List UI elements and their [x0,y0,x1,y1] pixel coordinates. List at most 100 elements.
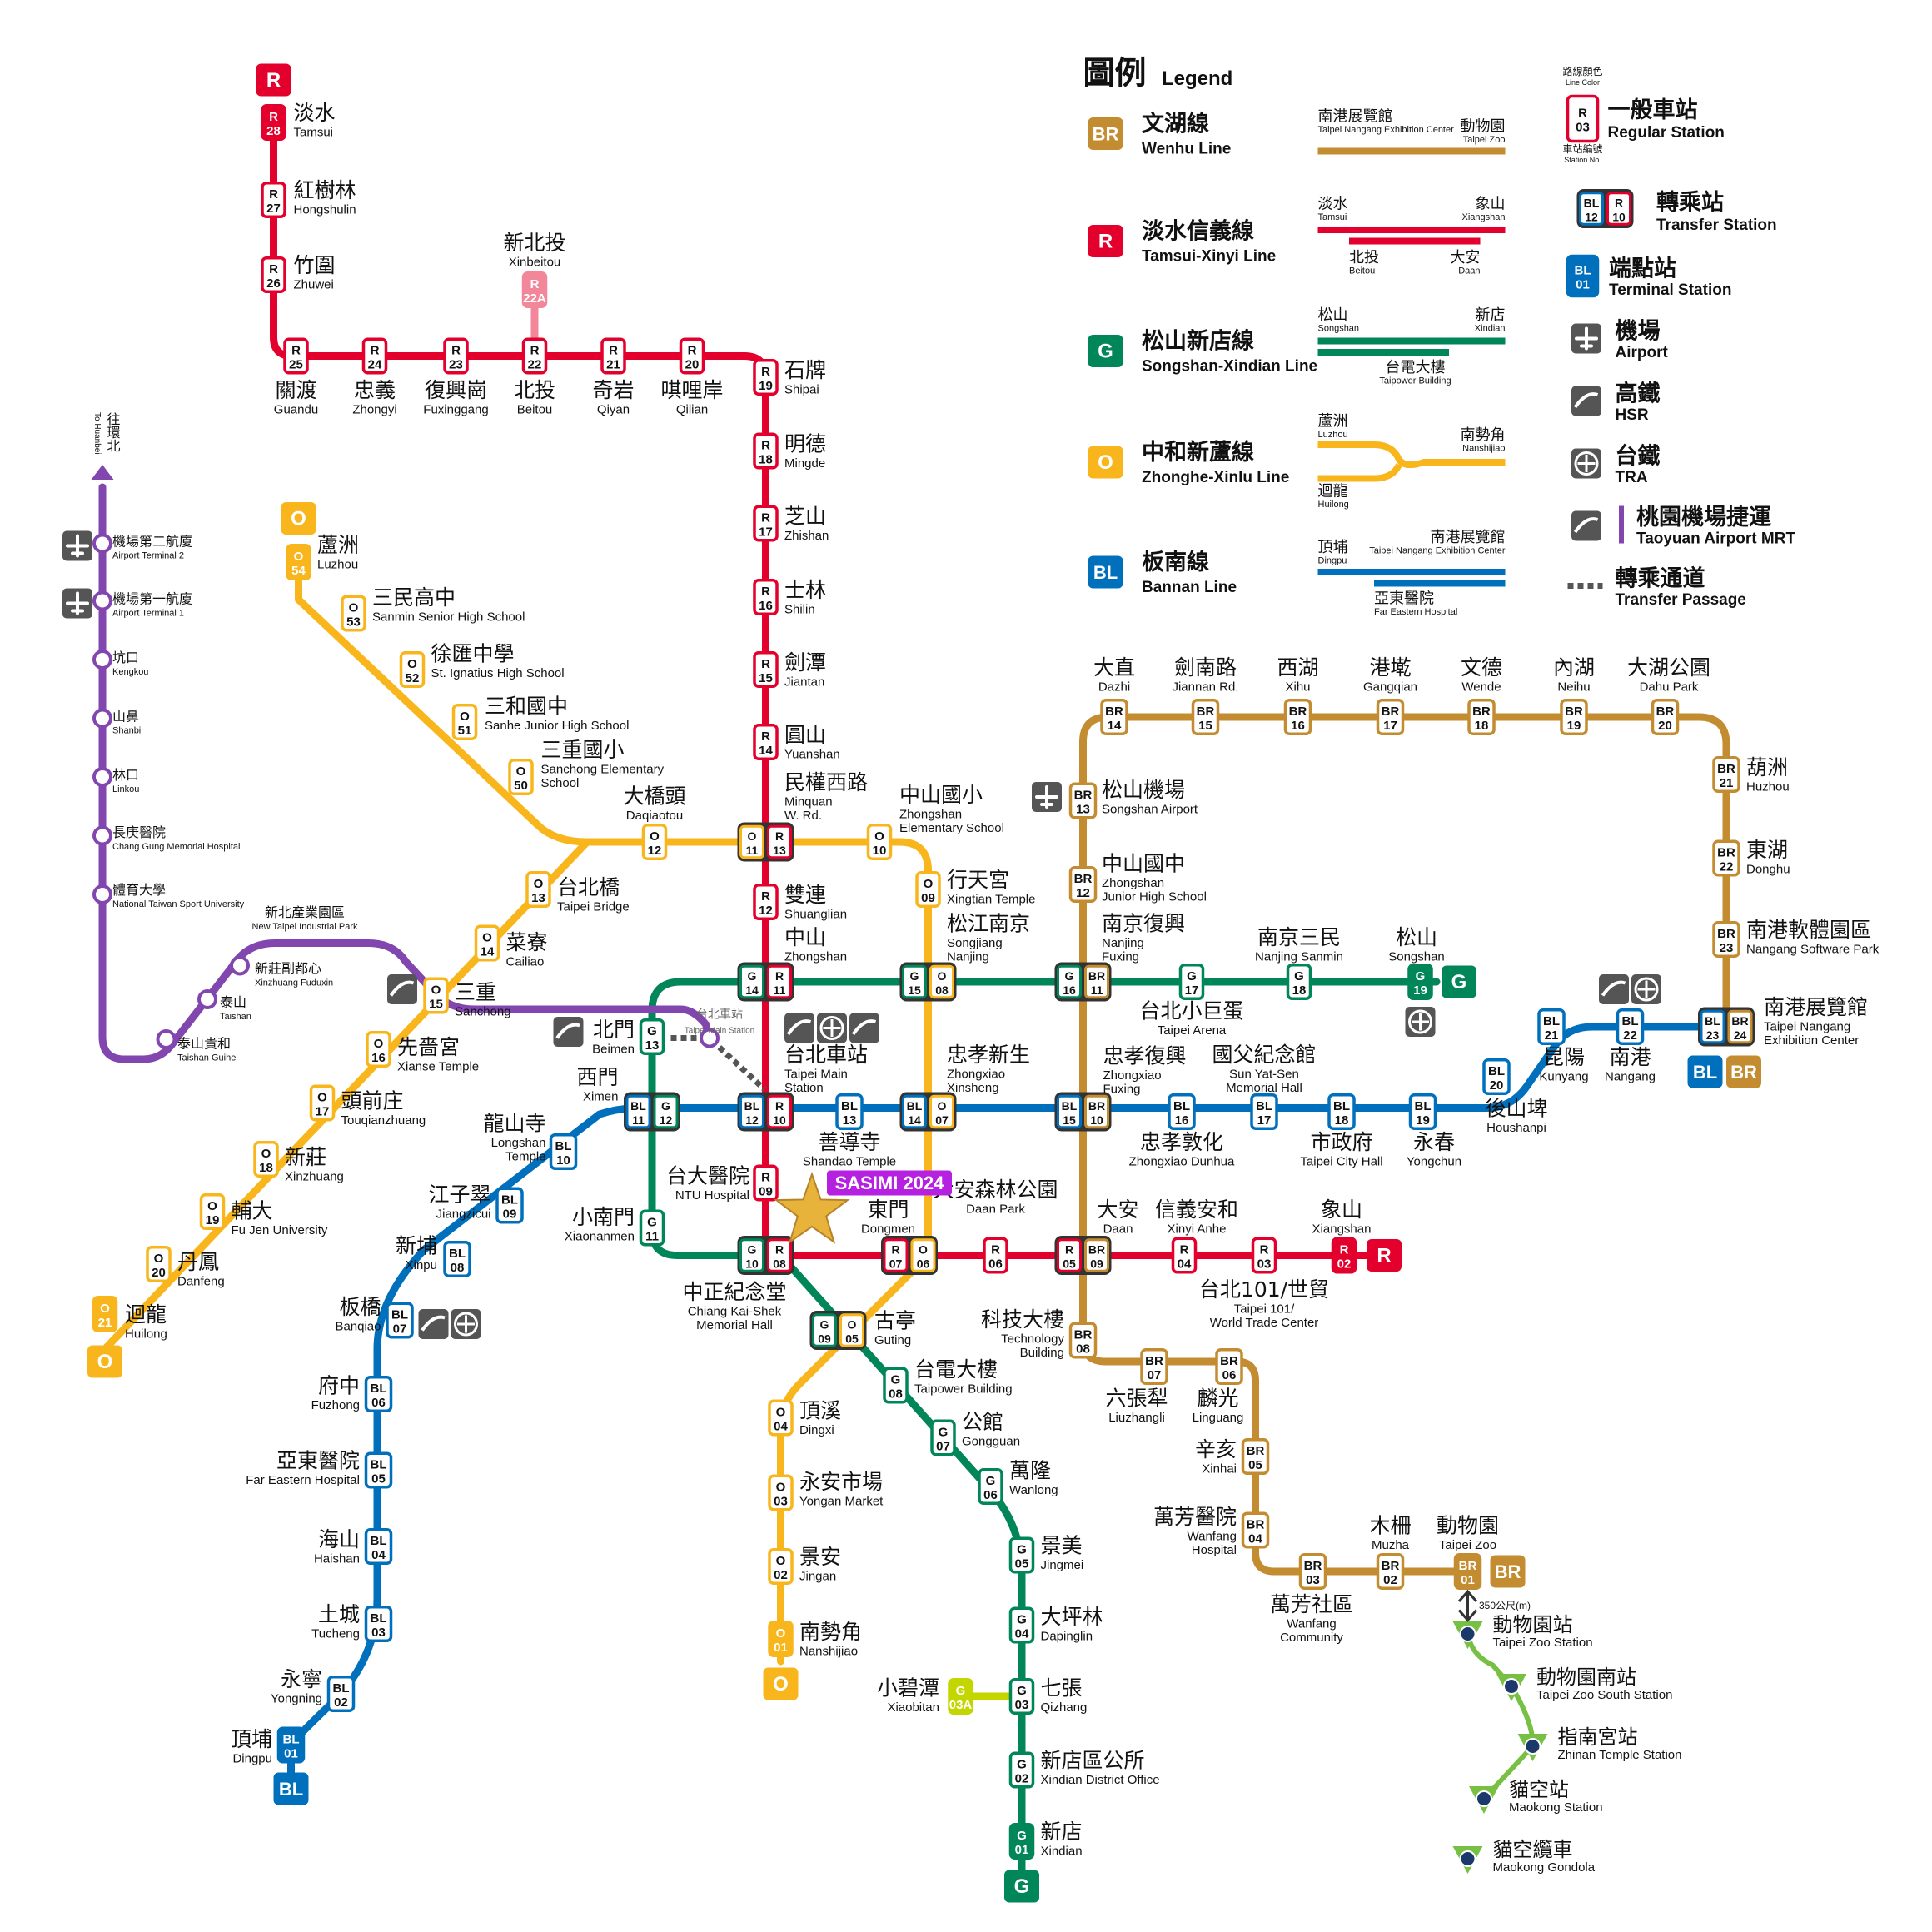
station-G08[interactable]: G08 [883,1367,909,1404]
station-O09[interactable]: O09 [915,871,941,908]
station-R14[interactable]: R14 [753,724,779,760]
station-G13[interactable]: G13 [639,1018,665,1055]
station-O12[interactable]: O12 [641,824,668,860]
station-R22[interactable]: R22 [521,337,548,375]
airport-mrt-station[interactable] [156,1029,177,1049]
station-G19[interactable]: G19 [1407,964,1433,1000]
airport-mrt-station[interactable] [92,884,112,904]
gondola-station[interactable] [1452,1846,1483,1874]
station-R28[interactable]: R28 [261,104,286,141]
station-G17[interactable]: G17 [1178,964,1205,1000]
station-G02[interactable]: G02 [1008,1751,1035,1789]
airport-mrt-station[interactable] [92,590,112,611]
station-R26[interactable]: R26 [261,256,286,293]
station-O14[interactable]: O14 [474,924,500,962]
station-R21[interactable]: R21 [600,337,626,375]
station-O02[interactable]: O02 [768,1548,794,1585]
station-O03[interactable]: O03 [768,1474,794,1511]
station-O17[interactable]: O17 [309,1084,336,1122]
station-R25[interactable]: R25 [283,337,309,375]
airport-mrt-station[interactable] [92,825,112,846]
gondola-station[interactable] [1469,1786,1499,1814]
station-O04[interactable]: O04 [768,1399,794,1437]
station-R03[interactable]: R03 [1566,94,1600,143]
station-O21[interactable]: O21 [92,1296,118,1332]
station-R03[interactable]: R03 [1251,1237,1277,1274]
gondola-station[interactable] [1452,1621,1483,1649]
airport-mrt-station[interactable] [92,650,112,670]
station-O19[interactable]: O19 [199,1193,226,1230]
station-R19[interactable]: R19 [753,359,779,396]
station-R27[interactable]: R27 [261,182,286,218]
station-O50[interactable]: O50 [508,759,534,795]
station-O54[interactable]: O54 [286,544,311,580]
gondola-station[interactable] [1496,1674,1526,1701]
station-O53[interactable]: O53 [341,595,366,632]
gondola-station[interactable] [1517,1734,1548,1761]
airport-mrt-station[interactable] [700,1028,720,1048]
station-O18[interactable]: O18 [253,1141,279,1178]
station-R16[interactable]: R16 [753,579,779,615]
station-G05[interactable]: G05 [1008,1536,1035,1574]
station-R20[interactable]: R20 [679,337,705,375]
station-R17[interactable]: R17 [753,505,779,542]
station-R23[interactable]: R23 [443,337,469,375]
station-O51[interactable]: O51 [451,704,478,740]
airport-mrt-station[interactable] [230,955,250,976]
station-R12[interactable]: R12 [753,884,779,920]
airport-mrt-station[interactable] [92,533,112,554]
station-R18[interactable]: R18 [753,432,779,470]
station-O10[interactable]: O10 [866,824,893,860]
station-G03[interactable]: G03 [1008,1678,1035,1715]
station-G06[interactable]: G06 [978,1468,1003,1505]
station-R02[interactable]: R02 [1331,1237,1357,1274]
station-R09[interactable]: R09 [753,1164,779,1202]
station-O15[interactable]: O15 [423,977,449,1014]
station-R06[interactable]: R06 [983,1237,1008,1274]
station-O01[interactable]: O01 [768,1621,794,1657]
airport-mrt-station[interactable] [92,767,112,787]
